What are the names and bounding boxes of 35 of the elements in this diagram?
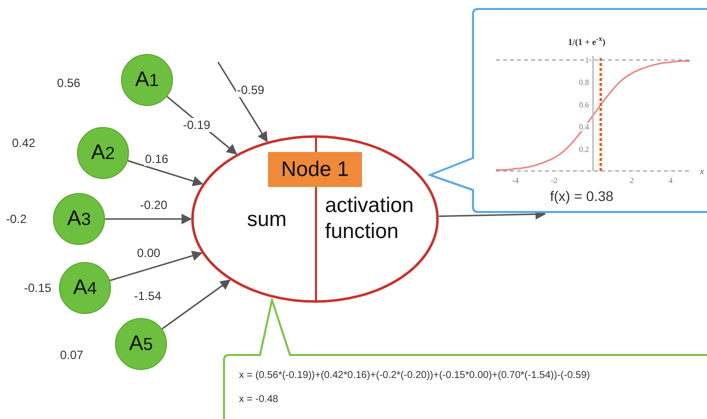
formula-text: x = -0.48: [239, 394, 278, 405]
x-axis-label: x: [700, 166, 704, 176]
input-value: 0.56: [57, 76, 80, 90]
input-value: -0.15: [24, 281, 52, 295]
arrow: [110, 250, 203, 282]
formula-callout: [222, 298, 707, 419]
input-value: 0.07: [60, 348, 84, 362]
y-tick-label: 0.6: [579, 100, 589, 110]
y-tick-label: 1: [585, 56, 589, 65]
ellipse-text: sum: [247, 207, 287, 233]
chart-callout: [428, 8, 707, 214]
input-value: -0.2: [6, 212, 27, 226]
x-tick-label: 4: [668, 176, 673, 185]
node-tag: Node 1: [268, 152, 362, 187]
arrow: [128, 160, 204, 186]
edge-label: -0.20: [139, 198, 168, 212]
y-tick-label: 0.2: [579, 144, 589, 154]
input-value: 0.42: [12, 136, 36, 150]
chart-title: 1/(1 + e$^{-x}$): [568, 34, 606, 47]
formula-text: x = (0.56*(-0.19))+(0.42*0.16)+(-0.2*(-0.20))+(-0.15*0.00)+(0.70*(-1.54))-(-0.59): [239, 370, 590, 381]
edge-label: 0.00: [136, 246, 162, 260]
x-tick-label: -4: [512, 176, 519, 185]
function-value: f(x) = 0.38: [550, 188, 614, 204]
edge-label: -0.59: [236, 83, 266, 97]
x-tick-label: -2: [550, 176, 558, 185]
arrow: [105, 214, 192, 224]
edge-label: 0.16: [144, 152, 170, 166]
edge-label: -1.54: [133, 289, 162, 303]
edge-label: -0.19: [182, 118, 212, 132]
arrow: [217, 62, 268, 142]
arrow: [162, 280, 231, 330]
ellipse-text: activation function: [325, 193, 415, 245]
x-tick-label: 2: [630, 176, 634, 185]
neuron-ellipse: [191, 135, 439, 303]
y-tick-label: 0.8: [579, 78, 589, 88]
